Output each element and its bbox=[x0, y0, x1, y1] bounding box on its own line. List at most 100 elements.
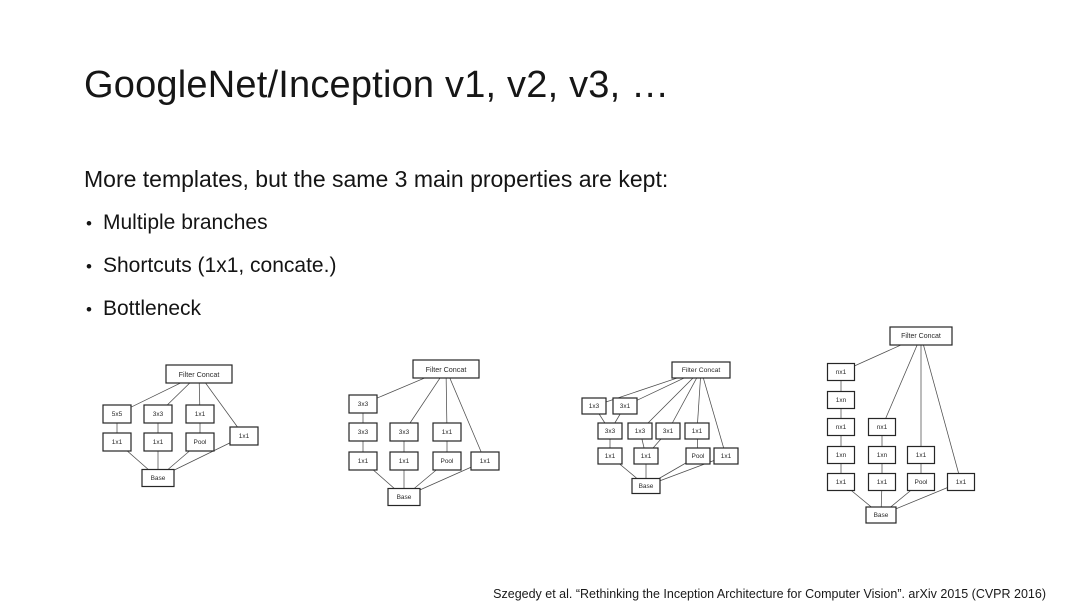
diagram-node-b1x3: 1x3 bbox=[627, 422, 653, 440]
bullet-text: Multiple branches bbox=[103, 211, 268, 234]
citation: Szegedy et al. “Rethinking the Inception… bbox=[493, 587, 1046, 601]
diagram-node-a1x3: 1x3 bbox=[581, 397, 607, 415]
svg-text:3x1: 3x1 bbox=[620, 403, 631, 410]
diagram-node-base: Base bbox=[387, 487, 421, 507]
diagram-node-b3x3: 3x3 bbox=[143, 404, 173, 424]
svg-text:1xn: 1xn bbox=[836, 452, 847, 459]
svg-text:1x1: 1x1 bbox=[605, 453, 616, 460]
svg-text:nx1: nx1 bbox=[836, 424, 847, 431]
diagram-edge bbox=[667, 369, 702, 432]
bullet-text: Shortcuts (1x1, concate.) bbox=[103, 254, 337, 277]
diagram-node-c1r1: nx1 bbox=[826, 362, 856, 382]
diagram-node-base: Base bbox=[141, 468, 175, 488]
diagram-edge bbox=[445, 368, 486, 462]
diagram-node-b5x5: 5x5 bbox=[102, 404, 132, 424]
svg-text:1x1: 1x1 bbox=[112, 439, 123, 446]
diagram-node-b3x3b: 3x3 bbox=[389, 422, 419, 442]
svg-text:1x1: 1x1 bbox=[956, 479, 967, 486]
svg-text:1x1: 1x1 bbox=[721, 453, 732, 460]
svg-text:3x3: 3x3 bbox=[399, 429, 410, 436]
diagram-node-c1r5: 1x1 bbox=[826, 472, 856, 492]
svg-text:1x1: 1x1 bbox=[358, 458, 369, 465]
svg-text:Base: Base bbox=[639, 483, 654, 490]
diagram-node-a3x3: 3x3 bbox=[348, 394, 378, 414]
diagram-node-cpool: Pool bbox=[685, 447, 711, 465]
bullet-glyph: • bbox=[86, 214, 92, 233]
diagram-node-c3r5: Pool bbox=[906, 472, 936, 492]
bullet-item-multiple-branches: • Multiple branches bbox=[86, 211, 336, 237]
svg-text:3x3: 3x3 bbox=[153, 411, 164, 418]
diagram-node-r1x1: 1x1 bbox=[470, 451, 500, 471]
bullet-glyph: • bbox=[86, 257, 92, 276]
svg-text:1xn: 1xn bbox=[877, 452, 888, 459]
diagram-node-c2r5: 1x1 bbox=[867, 472, 897, 492]
diagram-node-c1x1b: 1x1 bbox=[633, 447, 659, 465]
svg-text:1x1: 1x1 bbox=[195, 411, 206, 418]
inception-v3-factorized-module: Filter Concat nx1 1xn nx1 1xn 1x1 nx1 1xn 1x1 1x1… bbox=[826, 326, 976, 524]
svg-text:3x3: 3x3 bbox=[605, 428, 616, 435]
svg-text:Pool: Pool bbox=[914, 479, 928, 486]
diagram-node-concat: Filter Concat bbox=[889, 326, 953, 346]
bullet-item-bottleneck: • Bottleneck bbox=[86, 297, 336, 323]
slide-title: GoogleNet/Inception v1, v2, v3, … bbox=[84, 64, 670, 106]
diagram-node-concat: Filter Concat bbox=[671, 361, 731, 379]
diagram-node-r1x1: 1x1 bbox=[229, 426, 259, 446]
diagram-node-base: Base bbox=[631, 477, 661, 495]
diagram-node-c3r4: 1x1 bbox=[906, 445, 936, 465]
svg-text:1x3: 1x3 bbox=[589, 403, 600, 410]
diagram-node-b3x1: 3x1 bbox=[655, 422, 681, 440]
svg-text:nx1: nx1 bbox=[877, 424, 888, 431]
svg-text:Filter Concat: Filter Concat bbox=[682, 367, 721, 374]
svg-text:1x1: 1x1 bbox=[836, 479, 847, 486]
bullet-list: • Multiple branches • Shortcuts (1x1, co… bbox=[86, 211, 336, 340]
svg-text:Filter Concat: Filter Concat bbox=[179, 370, 220, 379]
svg-text:5x5: 5x5 bbox=[112, 411, 123, 418]
diagram-node-concat: Filter Concat bbox=[412, 359, 480, 379]
svg-text:3x1: 3x1 bbox=[663, 428, 674, 435]
diagram-node-c1x1a: 1x1 bbox=[102, 432, 132, 452]
diagram-node-b1x1: 1x1 bbox=[185, 404, 215, 424]
bullet-glyph: • bbox=[86, 300, 92, 319]
diagram-node-b3x3: 3x3 bbox=[597, 422, 623, 440]
diagram-node-b3x3a: 3x3 bbox=[348, 422, 378, 442]
diagram-edge bbox=[639, 369, 702, 432]
diagram-node-c1r2: 1xn bbox=[826, 390, 856, 410]
svg-text:Base: Base bbox=[151, 475, 166, 482]
svg-text:1xn: 1xn bbox=[836, 397, 847, 404]
svg-text:nx1: nx1 bbox=[836, 369, 847, 376]
diagram-node-r1x1: 1x1 bbox=[713, 447, 739, 465]
svg-text:Filter Concat: Filter Concat bbox=[426, 365, 467, 374]
diagram-node-c1x1a: 1x1 bbox=[597, 447, 623, 465]
diagram-node-b1x1: 1x1 bbox=[432, 422, 462, 442]
diagram-node-a3x1: 3x1 bbox=[612, 397, 638, 415]
bullet-item-shortcuts: • Shortcuts (1x1, concate.) bbox=[86, 254, 336, 280]
diagram-node-c1x1a: 1x1 bbox=[348, 451, 378, 471]
slide-subtitle: More templates, but the same 3 main prop… bbox=[84, 166, 669, 192]
diagram-node-base: Base bbox=[865, 506, 897, 524]
svg-text:3x3: 3x3 bbox=[358, 429, 369, 436]
svg-text:1x1: 1x1 bbox=[442, 429, 453, 436]
bullet-text: Bottleneck bbox=[103, 297, 202, 320]
svg-text:1x1: 1x1 bbox=[641, 453, 652, 460]
diagram-edge bbox=[696, 369, 702, 432]
diagram-edge bbox=[881, 335, 922, 428]
diagram-edge bbox=[445, 368, 448, 433]
diagram-node-c2r4: 1xn bbox=[867, 445, 897, 465]
svg-text:1x3: 1x3 bbox=[635, 428, 646, 435]
svg-text:1x1: 1x1 bbox=[399, 458, 410, 465]
diagram-edge bbox=[198, 373, 245, 437]
svg-text:1x1: 1x1 bbox=[916, 452, 927, 459]
diagram-node-b1x1: 1x1 bbox=[684, 422, 710, 440]
svg-text:3x3: 3x3 bbox=[358, 401, 369, 408]
diagram-edge bbox=[920, 335, 962, 483]
svg-text:Base: Base bbox=[397, 494, 412, 501]
diagram-node-c1r3: nx1 bbox=[826, 417, 856, 437]
diagram-edge bbox=[403, 368, 447, 433]
diagram-node-concat: Filter Concat bbox=[165, 364, 233, 384]
svg-text:1x1: 1x1 bbox=[239, 433, 250, 440]
diagram-node-c1x1b: 1x1 bbox=[389, 451, 419, 471]
svg-text:1x1: 1x1 bbox=[480, 458, 491, 465]
